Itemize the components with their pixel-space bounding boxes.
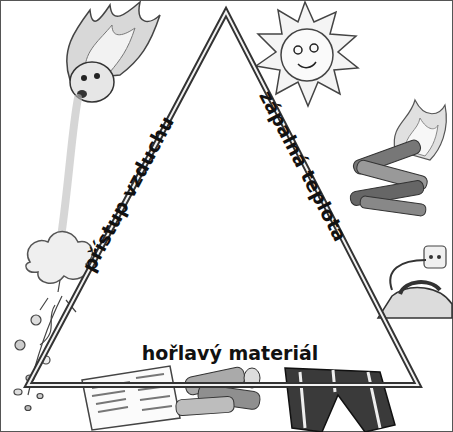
socket-hole (429, 255, 433, 259)
socket (424, 246, 446, 268)
eye (94, 73, 100, 79)
side-label: hořlavý materiál (142, 344, 318, 363)
eye (294, 46, 302, 54)
stripes (300, 370, 380, 428)
log (176, 396, 235, 416)
petal (25, 406, 31, 411)
logs (176, 366, 261, 416)
blossom (15, 340, 25, 350)
petal (14, 389, 22, 395)
side-label: zápalná teplota (256, 88, 350, 245)
socket-hole (437, 255, 441, 259)
iron-handle (400, 282, 440, 294)
petal (37, 394, 43, 399)
blossom (31, 315, 41, 325)
campfire (349, 100, 446, 217)
iron (378, 246, 452, 318)
iron-body (378, 288, 452, 318)
air-cloud (26, 98, 93, 283)
air-stream (62, 98, 78, 230)
sun-face (281, 29, 333, 81)
log (359, 195, 426, 216)
clothes (285, 368, 395, 432)
trousers (285, 368, 395, 432)
flowers (14, 280, 76, 411)
print-lines (92, 374, 172, 412)
triangle-border (28, 12, 418, 385)
side-label: přístup vzduchu (79, 113, 177, 274)
newspaper (82, 366, 180, 430)
triangle-outline (20, 8, 426, 392)
eye (310, 44, 318, 52)
eye (81, 75, 87, 81)
fire-triangle: přístup vzduchu zápalná teplota hořlavý ma… (20, 8, 426, 392)
mouth (298, 62, 316, 68)
paper (82, 366, 180, 430)
fire-face (67, 2, 160, 102)
triangle-border-inner (28, 12, 418, 385)
